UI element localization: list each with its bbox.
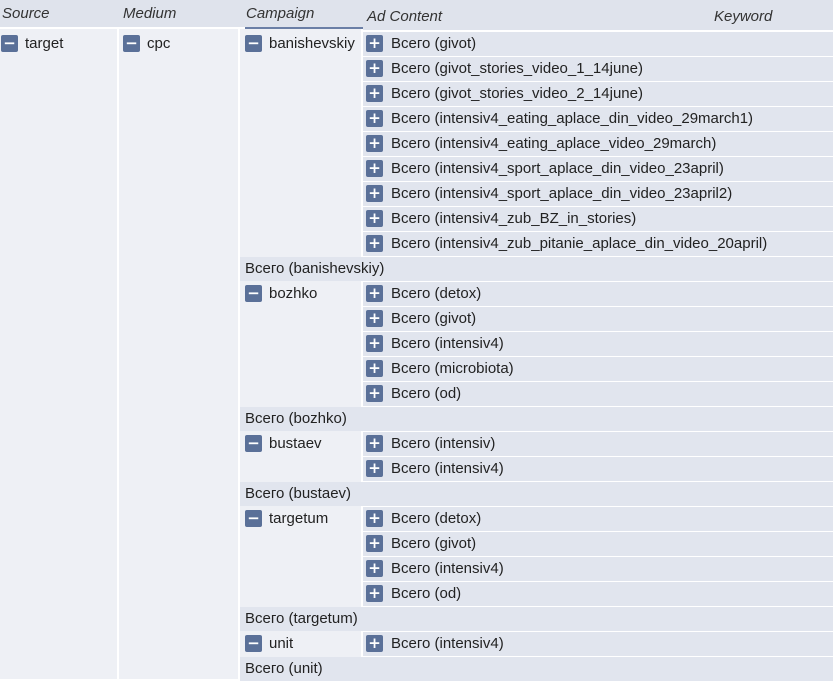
collapse-campaign-button[interactable]: − xyxy=(245,435,262,452)
campaign-label: banishevskiy xyxy=(269,35,355,52)
header-bar xyxy=(0,0,363,27)
expand-ad-button[interactable]: + xyxy=(366,135,383,152)
ad-row xyxy=(363,432,833,456)
expand-ad-button[interactable]: + xyxy=(366,585,383,602)
ad-content-label: Всего (detox) xyxy=(391,510,482,527)
expand-ad-button[interactable]: + xyxy=(366,335,383,352)
source-column-bg xyxy=(0,29,117,679)
ad-row xyxy=(363,332,833,356)
ad-content-label: Всего (intensiv4) xyxy=(391,460,504,477)
ad-row xyxy=(363,182,833,206)
campaign-total-label: Всего (unit) xyxy=(245,660,323,677)
ad-content-label: Всего (givot_stories_video_2_14june) xyxy=(391,85,643,102)
campaign-label: unit xyxy=(269,635,294,652)
ad-content-label: Всего (intensiv4_sport_aplace_din_video_… xyxy=(391,160,724,177)
expand-ad-button[interactable]: + xyxy=(366,635,383,652)
campaign-total-label: Всего (bustaev) xyxy=(245,485,352,502)
expand-ad-button[interactable]: + xyxy=(366,535,383,552)
ad-row xyxy=(363,132,833,156)
ad-row xyxy=(363,457,833,481)
ad-content-label: Всего (intensiv4) xyxy=(391,560,504,577)
ad-row xyxy=(363,82,833,106)
medium-column-bg xyxy=(119,29,238,679)
collapse-source-button[interactable]: − xyxy=(1,35,18,52)
expand-ad-button[interactable]: + xyxy=(366,510,383,527)
collapse-medium-button[interactable]: − xyxy=(123,35,140,52)
campaign-total-row xyxy=(240,407,833,431)
collapse-campaign-button[interactable]: − xyxy=(245,285,262,302)
expand-ad-button[interactable]: + xyxy=(366,385,383,402)
ad-content-label: Всего (detox) xyxy=(391,285,482,302)
campaign-total-row xyxy=(240,657,833,681)
expand-ad-button[interactable]: + xyxy=(366,210,383,227)
campaign-column-bg xyxy=(240,29,361,679)
expand-ad-button[interactable]: + xyxy=(366,35,383,52)
expand-ad-button[interactable]: + xyxy=(366,435,383,452)
ad-content-label: Всего (intensiv4_zub_pitanie_aplace_din_… xyxy=(391,235,768,252)
expand-ad-button[interactable]: + xyxy=(366,185,383,202)
ad-row xyxy=(363,582,833,606)
header-ad-content[interactable]: Ad Content xyxy=(367,8,443,25)
ad-row xyxy=(363,207,833,231)
campaign-label: targetum xyxy=(269,510,329,527)
campaign-total-label: Всего (targetum) xyxy=(245,610,358,627)
campaign-total-row xyxy=(240,257,833,281)
expand-ad-button[interactable]: + xyxy=(366,560,383,577)
expand-ad-button[interactable]: + xyxy=(366,460,383,477)
ad-row xyxy=(363,157,833,181)
ad-row xyxy=(363,107,833,131)
header-underline xyxy=(245,27,363,29)
ad-row xyxy=(363,507,833,531)
collapse-campaign-button[interactable]: − xyxy=(245,635,262,652)
expand-ad-button[interactable]: + xyxy=(366,60,383,77)
ad-row xyxy=(363,532,833,556)
ad-content-label: Всего (givot_stories_video_1_14june) xyxy=(391,60,643,77)
header-medium[interactable]: Medium xyxy=(123,5,177,22)
ad-content-label: Всего (intensiv4_zub_BZ_in_stories) xyxy=(391,210,637,227)
ad-row xyxy=(363,32,833,56)
ad-content-label: Всего (givot) xyxy=(391,535,477,552)
campaign-total-label: Всего (bozhko) xyxy=(245,410,347,427)
ad-row xyxy=(363,232,833,256)
ad-content-label: Всего (intensiv) xyxy=(391,435,496,452)
ad-content-label: Всего (intensiv4_eating_aplace_video_29m… xyxy=(391,135,717,152)
campaign-label: bozhko xyxy=(269,285,318,302)
source-label: target xyxy=(25,35,64,52)
ad-row xyxy=(363,57,833,81)
expand-ad-button[interactable]: + xyxy=(366,285,383,302)
header-campaign[interactable]: Campaign xyxy=(246,5,315,22)
header-bar-ad-keyword xyxy=(363,0,833,30)
ad-content-label: Всего (od) xyxy=(391,585,462,602)
expand-ad-button[interactable]: + xyxy=(366,110,383,127)
ad-content-label: Всего (od) xyxy=(391,385,462,402)
medium-label: cpc xyxy=(147,35,171,52)
campaign-label: bustaev xyxy=(269,435,322,452)
expand-ad-button[interactable]: + xyxy=(366,310,383,327)
ad-row xyxy=(363,557,833,581)
campaign-total-row xyxy=(240,607,833,631)
ad-row xyxy=(363,357,833,381)
expand-ad-button[interactable]: + xyxy=(366,160,383,177)
collapse-campaign-button[interactable]: − xyxy=(245,510,262,527)
ad-content-label: Всего (givot) xyxy=(391,35,477,52)
campaign-total-label: Всего (banishevskiy) xyxy=(245,260,385,277)
ad-content-label: Всего (intensiv4_sport_aplace_din_video_… xyxy=(391,185,733,202)
campaign-total-row xyxy=(240,482,833,506)
ad-row xyxy=(363,282,833,306)
ad-row xyxy=(363,307,833,331)
ad-content-label: Всего (intensiv4) xyxy=(391,635,504,652)
ad-content-label: Всего (microbiota) xyxy=(391,360,514,377)
header-keyword[interactable]: Keyword xyxy=(714,8,773,25)
expand-ad-button[interactable]: + xyxy=(366,85,383,102)
expand-ad-button[interactable]: + xyxy=(366,360,383,377)
collapse-campaign-button[interactable]: − xyxy=(245,35,262,52)
ad-row xyxy=(363,632,833,656)
ad-content-label: Всего (intensiv4_eating_aplace_din_video… xyxy=(391,110,754,127)
header-source[interactable]: Source xyxy=(2,5,50,22)
expand-ad-button[interactable]: + xyxy=(366,235,383,252)
ad-content-label: Всего (givot) xyxy=(391,310,477,327)
ad-row xyxy=(363,382,833,406)
ad-content-label: Всего (intensiv4) xyxy=(391,335,504,352)
